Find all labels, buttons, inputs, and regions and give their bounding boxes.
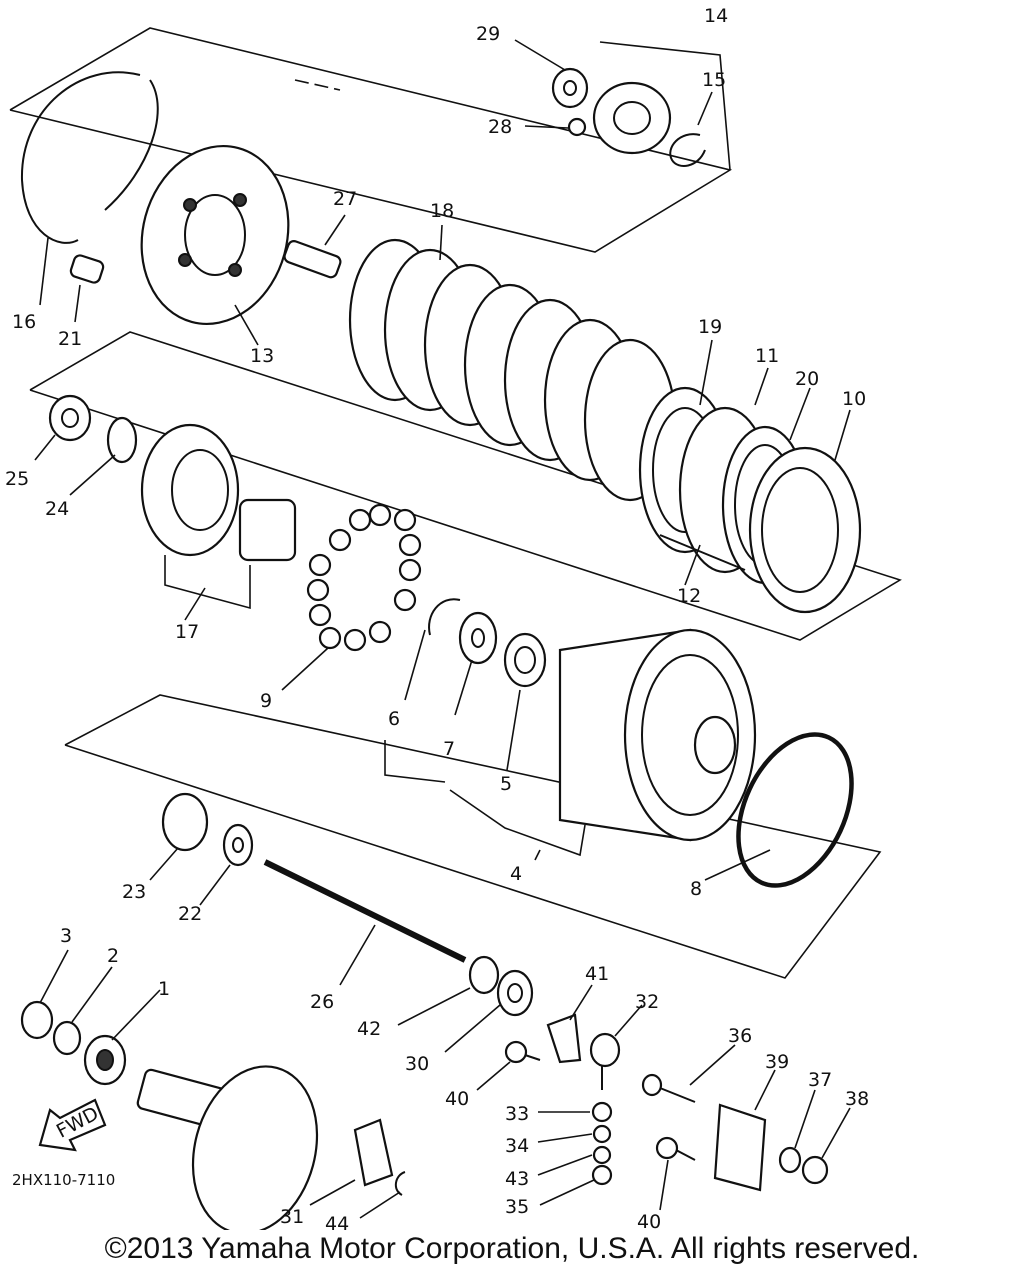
part-6-circlip — [428, 598, 461, 636]
callout-30: 30 — [405, 1053, 429, 1075]
callout-24: 24 — [45, 498, 69, 520]
part-40-bolt-upper — [504, 1040, 541, 1064]
part-26-push-rod — [263, 859, 467, 963]
part-4-clutch-housing — [558, 628, 757, 842]
callout-37: 37 — [808, 1069, 832, 1091]
callout-6: 6 — [388, 708, 400, 730]
figure-code: 2HX110-7110 — [12, 1171, 115, 1189]
part-29-nut — [551, 67, 589, 109]
part-17-clutch-boss — [140, 423, 297, 562]
part-9-balls — [306, 503, 422, 652]
part-31-lever — [353, 1118, 394, 1187]
part-22-washer — [222, 823, 254, 867]
callout-40-lower: 40 — [637, 1211, 661, 1230]
part-33-nut — [591, 1101, 613, 1123]
callout-32: 32 — [635, 991, 659, 1013]
callout-28: 28 — [488, 116, 512, 138]
callout-11: 11 — [755, 345, 779, 367]
clutch-exploded-diagram: FWD — [5, 5, 902, 1230]
callout-18: 18 — [430, 200, 454, 222]
leader-lines — [34, 39, 851, 1219]
callout-43: 43 — [505, 1168, 529, 1190]
part-3-nut — [20, 1000, 54, 1040]
part-16-wire-ring — [20, 71, 159, 244]
part-2-washer — [52, 1020, 82, 1056]
callout-15: 15 — [702, 69, 726, 91]
callout-8: 8 — [690, 878, 702, 900]
part-shaft-assembly — [136, 1065, 319, 1230]
callout-33: 33 — [505, 1103, 529, 1125]
part-25-nut — [48, 394, 92, 442]
part-15-circlip — [669, 133, 706, 167]
fwd-arrow-icon: FWD — [38, 1098, 107, 1152]
part-34-nut — [592, 1124, 612, 1144]
callout-7: 7 — [443, 738, 455, 760]
part-43-washer — [592, 1145, 612, 1165]
part-1-gear — [83, 1034, 127, 1086]
callout-1: 1 — [158, 978, 170, 1000]
callout-39: 39 — [765, 1051, 789, 1073]
part-28-screw — [567, 117, 587, 137]
callout-13: 13 — [250, 345, 274, 367]
part-5-bush — [503, 632, 547, 688]
callout-31: 31 — [280, 1206, 304, 1228]
callout-21: 21 — [58, 328, 82, 350]
part-8-o-ring — [736, 732, 854, 888]
callout-2: 2 — [107, 945, 119, 967]
callout-4: 4 — [510, 863, 522, 885]
part-40-bolt-lower — [655, 1136, 696, 1161]
part-24-lock-washer — [106, 416, 138, 464]
part-27-push-rod — [283, 240, 342, 279]
part-39-bracket — [713, 1103, 767, 1192]
callout-17: 17 — [175, 621, 199, 643]
callout-3: 3 — [60, 925, 72, 947]
callout-26: 26 — [310, 991, 334, 1013]
part-32-adjuster — [589, 1032, 621, 1090]
callout-10: 10 — [842, 388, 866, 410]
callout-34: 34 — [505, 1135, 529, 1157]
callout-38: 38 — [845, 1088, 869, 1110]
callout-19: 19 — [698, 316, 722, 338]
group-frames — [9, 27, 902, 979]
callout-29: 29 — [476, 23, 500, 45]
part-18-clutch-plates — [348, 238, 677, 502]
part-36-bolt — [641, 1073, 696, 1103]
part-38-nut — [801, 1155, 829, 1185]
callout-labels: 1 2 3 4 5 6 7 8 9 10 11 12 13 14 15 16 1… — [5, 5, 869, 1230]
part-13-pressure-plate — [140, 144, 290, 326]
callout-25: 25 — [5, 468, 29, 490]
callout-40-upper: 40 — [445, 1088, 469, 1110]
part-12-spring-rod — [659, 534, 746, 571]
callout-22: 22 — [178, 903, 202, 925]
copyright-notice: ©2013 Yamaha Motor Corporation, U.S.A. A… — [104, 1232, 920, 1265]
callout-12: 12 — [677, 585, 701, 607]
callout-41: 41 — [585, 963, 609, 985]
callout-35: 35 — [505, 1196, 529, 1218]
callout-5: 5 — [500, 773, 512, 795]
part-23-collar — [161, 792, 209, 852]
callout-36: 36 — [728, 1025, 752, 1047]
part-14-bearing-housing — [592, 81, 672, 155]
part-37-washer — [778, 1146, 802, 1174]
part-10-plate — [748, 446, 862, 614]
callout-23: 23 — [122, 881, 146, 903]
part-42-washer — [468, 955, 500, 995]
part-21-pin — [69, 254, 105, 284]
part-30-seal — [496, 969, 534, 1017]
callout-42: 42 — [357, 1018, 381, 1040]
part-35-nut — [591, 1164, 613, 1186]
part-41-bracket — [546, 1013, 582, 1064]
part-44-clip — [394, 1171, 406, 1196]
callout-44: 44 — [325, 1213, 349, 1230]
callout-14: 14 — [704, 5, 728, 27]
part-7-washer — [458, 611, 498, 665]
callout-20: 20 — [795, 368, 819, 390]
callout-9: 9 — [260, 690, 272, 712]
callout-16: 16 — [12, 311, 36, 333]
callout-27: 27 — [333, 188, 357, 210]
